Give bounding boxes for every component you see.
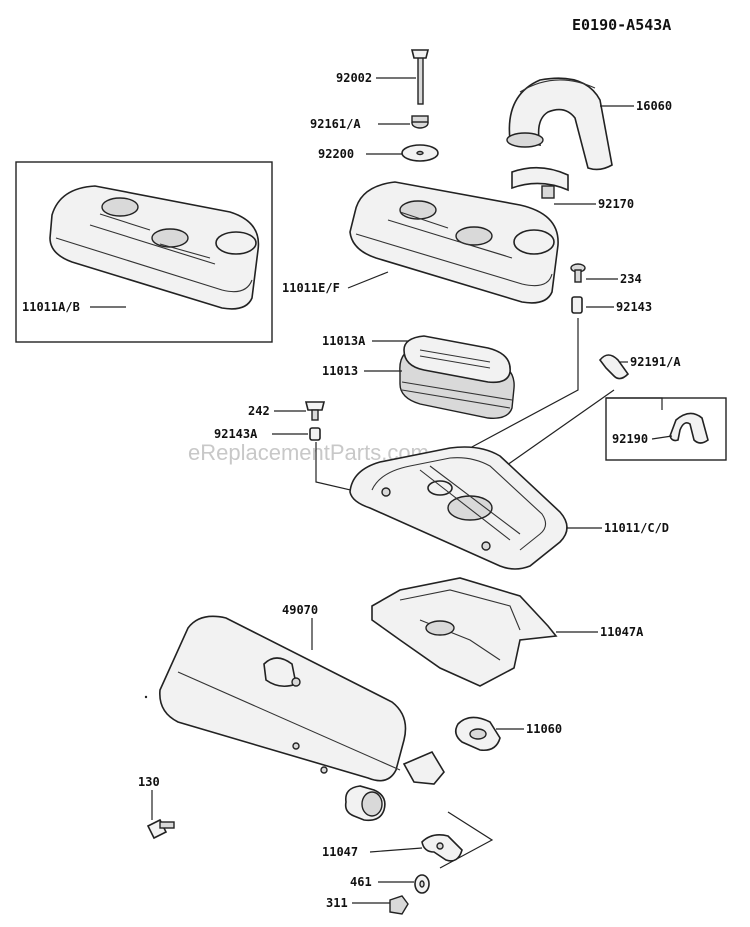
- part-16060-drawing[interactable]: [506, 77, 613, 171]
- label-11047a: 11047A: [600, 625, 644, 639]
- part-234-drawing[interactable]: [570, 263, 586, 283]
- part-11011ef-drawing[interactable]: [349, 181, 559, 304]
- part-92002-drawing[interactable]: [410, 49, 430, 105]
- inset-frame-cover: [15, 161, 273, 343]
- inset-frame-92190: [605, 397, 727, 461]
- part-92190-drawing[interactable]: [669, 412, 709, 444]
- label-311: 311: [326, 896, 348, 910]
- label-92190: 92190: [612, 432, 648, 446]
- label-11011ab: 11011A/B: [22, 300, 80, 314]
- label-234: 234: [620, 272, 642, 286]
- part-11011ab-drawing[interactable]: [49, 185, 260, 310]
- label-92200: 92200: [318, 147, 354, 161]
- part-92143a-drawing[interactable]: [309, 427, 321, 441]
- label-92002: 92002: [336, 71, 372, 85]
- part-11047a-drawing[interactable]: [371, 577, 558, 687]
- diagram-code: E0190-A543A: [572, 16, 671, 34]
- part-92191a-drawing[interactable]: [598, 354, 630, 380]
- part-11011cd-drawing[interactable]: [349, 446, 568, 570]
- label-92143a: 92143A: [214, 427, 258, 441]
- part-92170-drawing[interactable]: [511, 166, 569, 199]
- label-92170: 92170: [598, 197, 634, 211]
- label-11011cd: 11011/C/D: [604, 521, 669, 535]
- part-49070-drawing[interactable]: [159, 615, 407, 822]
- part-11060-drawing[interactable]: [402, 716, 501, 785]
- part-11047-drawing[interactable]: [421, 834, 463, 862]
- label-92143: 92143: [616, 300, 652, 314]
- label-11047: 11047: [322, 845, 358, 859]
- label-49070: 49070: [282, 603, 318, 617]
- part-92161a-drawing[interactable]: [411, 115, 429, 129]
- part-92143-drawing[interactable]: [571, 296, 583, 314]
- label-242: 242: [248, 404, 270, 418]
- part-92200-drawing[interactable]: [401, 144, 439, 162]
- label-11011ef: 11011E/F: [282, 281, 340, 295]
- part-242-drawing[interactable]: [304, 401, 326, 421]
- label-92161a: 92161/A: [310, 117, 361, 131]
- label-11060: 11060: [526, 722, 562, 736]
- part-11013-drawing[interactable]: [399, 335, 515, 419]
- label-11013: 11013: [322, 364, 358, 378]
- part-311-drawing[interactable]: [389, 895, 409, 915]
- part-130-drawing[interactable]: [146, 818, 175, 840]
- label-92191a: 92191/A: [630, 355, 681, 369]
- label-461: 461: [350, 875, 372, 889]
- label-11013a: 11013A: [322, 334, 366, 348]
- part-461-drawing[interactable]: [414, 874, 430, 894]
- label-16060: 16060: [636, 99, 672, 113]
- label-130: 130: [138, 775, 160, 789]
